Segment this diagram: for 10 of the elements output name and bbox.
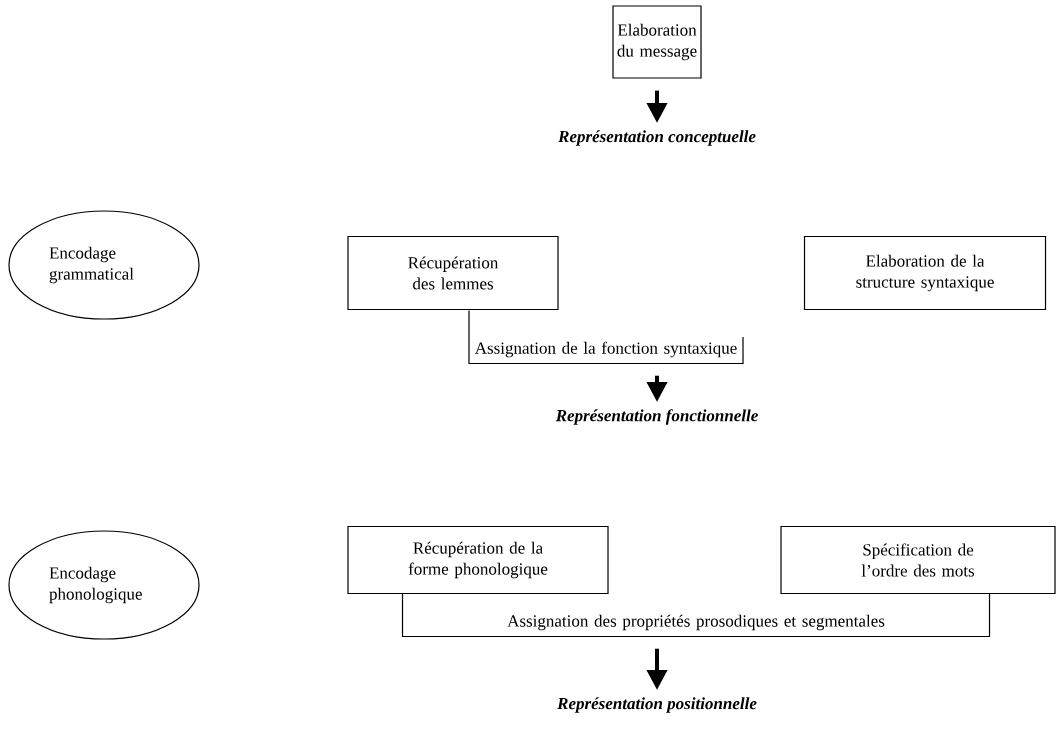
process-box: Récupération des lemmes xyxy=(347,235,559,311)
process-box: Elaboration de la structure syntaxique xyxy=(803,235,1047,311)
representation-label: Représentation fonctionnelle xyxy=(555,409,758,425)
representation-label: Représentation positionnelle xyxy=(557,697,757,713)
process-box: Récupération de la forme phonologique xyxy=(347,525,609,595)
process-box: Elaboration du message xyxy=(612,5,702,79)
representation-label: Représentation conceptuelle xyxy=(558,130,756,146)
process-box: Spécification de l’ordre des mots xyxy=(780,525,1056,595)
process-box: Assignation de la fonction syntaxique xyxy=(468,309,744,365)
process-box: Assignation des propriétés prosodiques et segmentales xyxy=(401,592,991,638)
